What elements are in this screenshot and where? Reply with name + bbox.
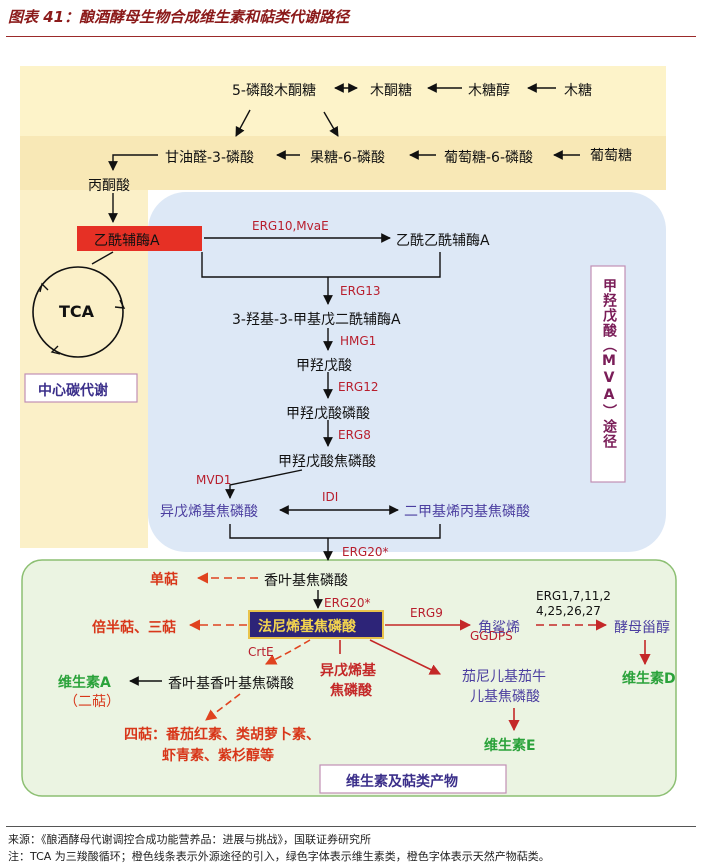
mva-label-box <box>590 265 626 483</box>
xylulose-5p: 5-磷酸木酮糖 <box>232 83 316 99</box>
enzyme-erg10: ERG10,MvaE <box>252 219 329 233</box>
enzyme-ggdps: GGDPS <box>470 629 513 643</box>
fpp-box <box>248 610 384 639</box>
enzyme-erg9: ERG9 <box>410 606 443 620</box>
enzyme-hmg1: HMG1 <box>340 334 377 348</box>
ipp-red-line2: 焦磷酸 <box>330 683 372 699</box>
monoterpene: 单萜 <box>150 572 178 588</box>
vitamin-a-diterpene: （二萜） <box>64 694 120 710</box>
enzyme-idi: IDI <box>322 490 339 504</box>
tca-cycle <box>32 266 124 358</box>
tetraterpene-line2: 虾青素、紫杉醇等 <box>162 748 274 764</box>
vitamin-e: 维生素E <box>484 738 536 754</box>
glyceraldehyde-3p: 甘油醛-3-磷酸 <box>165 150 255 166</box>
mevalonate-phosphate: 甲羟戊酸磷酸 <box>286 406 370 422</box>
glucose-6p: 葡萄糖-6-磷酸 <box>444 150 534 166</box>
ipp: 异戊烯基焦磷酸 <box>160 504 258 520</box>
tetraterpene-line1: 四萜：番茄红素、类胡萝卜素、 <box>124 727 320 743</box>
central-label-box <box>24 373 138 403</box>
footnote: 注：TCA 为三羧酸循环；橙色线条表示外源途径的引入，绿色字体表示维生素类，橙色… <box>8 850 550 863</box>
acetyl-coa: 乙酰辅酶A <box>94 233 160 249</box>
products-label: 维生素及萜类产物 <box>346 774 458 790</box>
vitamin-d: 维生素D <box>622 671 676 687</box>
product-panel <box>21 559 677 797</box>
enzyme-crte: CrtE <box>248 645 274 659</box>
figure-title: 图表 41：酿酒酵母生物合成维生素和萜类代谢路径 <box>8 8 350 26</box>
central-metabolism-label: 中心碳代谢 <box>38 383 108 399</box>
ipp-red-line1: 异戊烯基 <box>320 663 376 679</box>
hmg-coa: 3-羟基-3-甲基戊二酰辅酶A <box>232 312 401 328</box>
mevalonate-pyrophosphate: 甲羟戊酸焦磷酸 <box>278 454 376 470</box>
mva-panel <box>148 192 666 552</box>
dmapp: 二甲基烯丙基焦磷酸 <box>404 504 530 520</box>
fructose-6p: 果糖-6-磷酸 <box>310 150 386 166</box>
tca-label: TCA <box>59 302 95 321</box>
ggpp: 香叶基香叶基焦磷酸 <box>168 676 294 692</box>
enzyme-erg8: ERG8 <box>338 428 371 442</box>
squalene: 角鲨烯 <box>478 620 520 636</box>
sesquiterpene-triterpene: 倍半萜、三萜 <box>92 620 176 636</box>
mva-pathway-label: 甲羟戊酸（MVA）途径 <box>601 278 617 449</box>
mevalonate: 甲羟戊酸 <box>296 358 352 374</box>
solanesyl-line1: 茄尼儿基茄牛 <box>462 669 546 685</box>
ergosterol: 酵母甾醇 <box>614 620 670 636</box>
gpp: 香叶基焦磷酸 <box>264 573 348 589</box>
pyruvate: 丙酮酸 <box>88 178 130 194</box>
top-band-inner <box>20 136 666 190</box>
enzyme-erg-multi-2: 4,25,26,27 <box>536 604 601 618</box>
xylose: 木糖 <box>564 83 592 99</box>
enzyme-erg13: ERG13 <box>340 284 381 298</box>
enzyme-erg-multi-1: ERG1,7,11,2 <box>536 589 611 603</box>
vitamin-a: 维生素A <box>58 675 111 691</box>
fpp: 法尼烯基焦磷酸 <box>258 619 356 635</box>
glucose: 葡萄糖 <box>590 148 632 164</box>
enzyme-erg20-gpp: ERG20* <box>342 545 389 559</box>
enzyme-erg20-fpp: ERG20* <box>324 596 371 610</box>
footer-rule <box>6 826 696 827</box>
acetoacetyl-coa: 乙酰乙酰辅酶A <box>396 233 490 249</box>
products-label-box <box>319 764 507 794</box>
enzyme-mvd1: MVD1 <box>196 473 232 487</box>
xylulose: 木酮糖 <box>370 83 412 99</box>
enzyme-erg12: ERG12 <box>338 380 379 394</box>
solanesyl-line2: 儿基焦磷酸 <box>470 689 540 705</box>
xylitol: 木糖醇 <box>468 83 510 99</box>
source-note: 来源：《酿酒酵母代谢调控合成功能营养品：进展与挑战》，国联证券研究所 <box>8 833 371 846</box>
title-rule <box>6 36 696 37</box>
acetyl-coa-box <box>77 226 202 251</box>
